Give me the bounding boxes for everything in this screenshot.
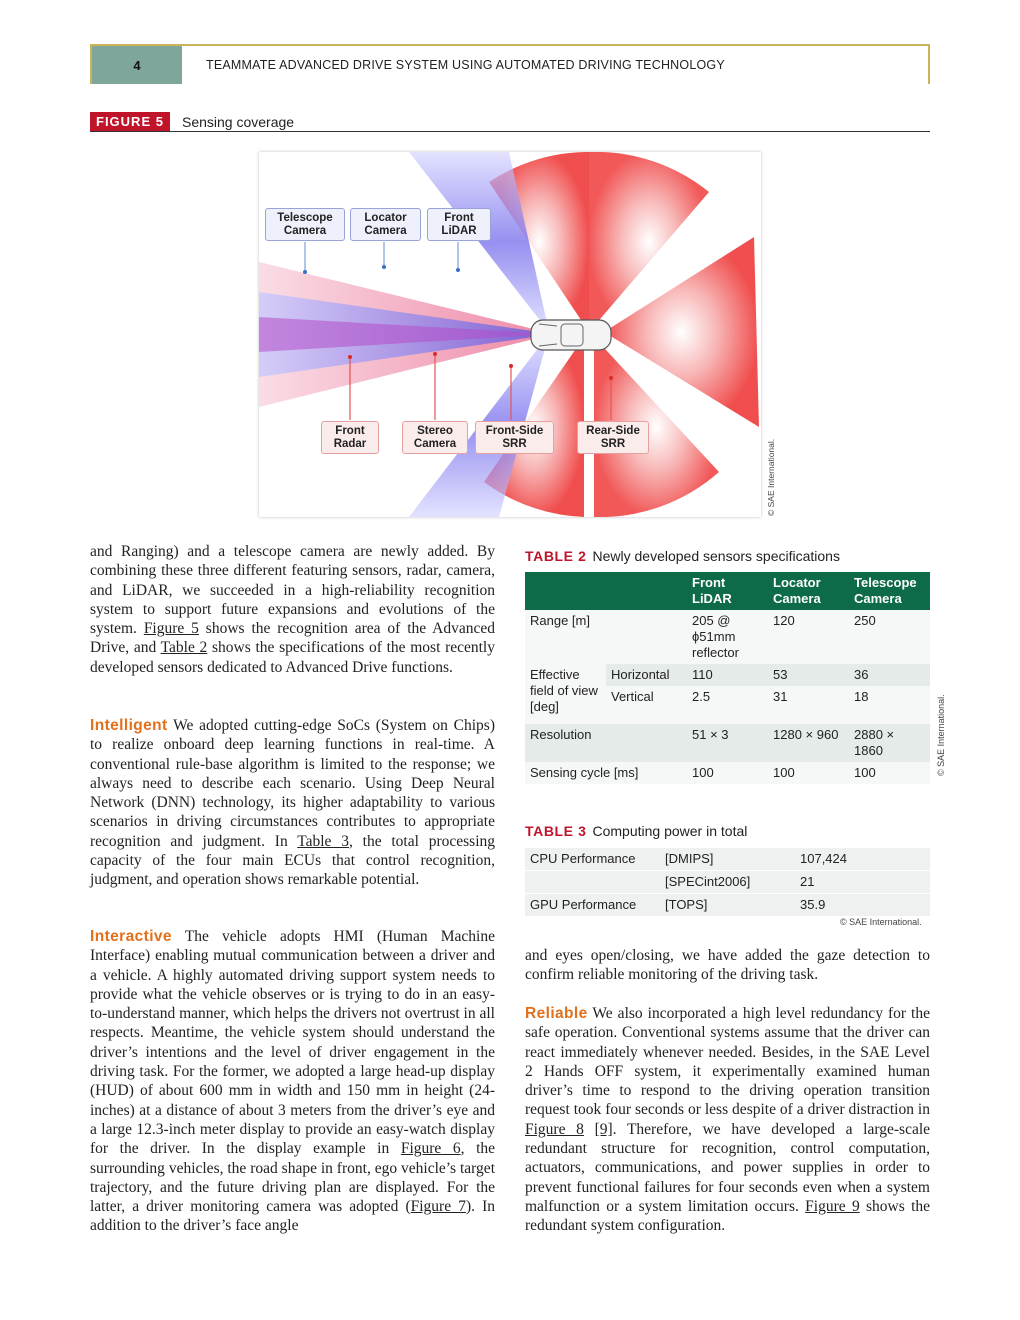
table-2-link[interactable]: Table 2 [160,639,208,657]
table-2-title: Newly developed sensors specifications [592,548,840,564]
rear-side-srr-zone [589,152,709,332]
table-3-label: TABLE 3 [525,823,587,839]
figure-caption: FIGURE 5 Sensing coverage [90,112,930,132]
rear-srr-zone [604,237,759,427]
figure-title: Sensing coverage [182,114,295,130]
figure-credit: © SAE International. [766,438,776,516]
rear-side-srr-lower-zone [594,337,719,517]
running-header: 4 TEAMMATE ADVANCED DRIVE SYSTEM USING A… [90,44,930,84]
computing-power-table: CPU Performance[DMIPS]107,424 [SPECint20… [525,848,930,917]
intelligent-heading: Intelligent [90,717,168,734]
table-row: GPU Performance[TOPS]35.9 [525,893,930,917]
sensor-spec-table: Front LiDAR Locator Camera Telescope Cam… [525,572,930,784]
figure-9-link[interactable]: Figure 9 [805,1197,860,1215]
reference-9-link[interactable]: [9] [594,1120,613,1138]
table-row: Resolution 51 × 3 1280 × 960 2880 × 1860 [525,724,930,762]
figure-6-link[interactable]: Figure 6 [400,1140,461,1158]
figure-5-link[interactable]: Figure 5 [143,620,199,638]
table-2-label: TABLE 2 [525,548,587,564]
reliable-heading: Reliable [525,1005,588,1022]
header-locator-camera: Locator Camera [768,572,849,610]
table-row: Vertical 2.5 31 18 [525,686,930,724]
table-row: Range [m] 205 @ ϕ51mm reflector 120 250 [525,610,930,664]
table-2-corner [525,572,687,610]
table-3-caption: TABLE 3 Computing power in total [525,823,747,839]
col1-paragraph-interactive: Interactive The vehicle adopts HMI (Huma… [90,928,496,1235]
col1-paragraph-intelligent: Intelligent We adopted cutting-edge SoCs… [90,717,496,889]
table-3-credit: © SAE International. [840,917,922,927]
table-2-credit: © SAE International. [936,694,946,776]
col1-paragraph-1: and Ranging) and a telescope camera are … [90,543,495,676]
page-number: 4 [92,46,182,84]
interactive-heading: Interactive [90,928,172,945]
table-3-link[interactable]: Table 3 [297,832,349,850]
table-row: [SPECint2006]21 [525,870,930,894]
figure-8-link[interactable]: Figure 8 [525,1120,584,1138]
table-3-title: Computing power in total [592,823,748,839]
table-row: Sensing cycle [ms] 100 100 100 [525,762,930,784]
front-lidar-zone [259,317,554,352]
figure-7-link[interactable]: Figure 7 [410,1198,466,1216]
table-2-caption: TABLE 2 Newly developed sensors specifica… [525,548,840,564]
figure-label: FIGURE 5 [90,112,170,131]
header-front-lidar: Front LiDAR [687,572,768,610]
header-telescope-camera: Telescope Camera [849,572,930,610]
running-title: TEAMMATE ADVANCED DRIVE SYSTEM USING AUT… [206,58,725,72]
table-row: CPU Performance[DMIPS]107,424 [525,848,930,871]
locator-camera-zone [409,152,549,332]
coverage-diagram [259,152,759,517]
col2-paragraph-1: and eyes open/closing, we have added the… [525,947,930,984]
vehicle [530,319,612,351]
table-row: Effective field of view [deg] Horizontal… [525,664,930,724]
col2-paragraph-reliable: Reliable We also incorporated a high lev… [525,1005,931,1235]
